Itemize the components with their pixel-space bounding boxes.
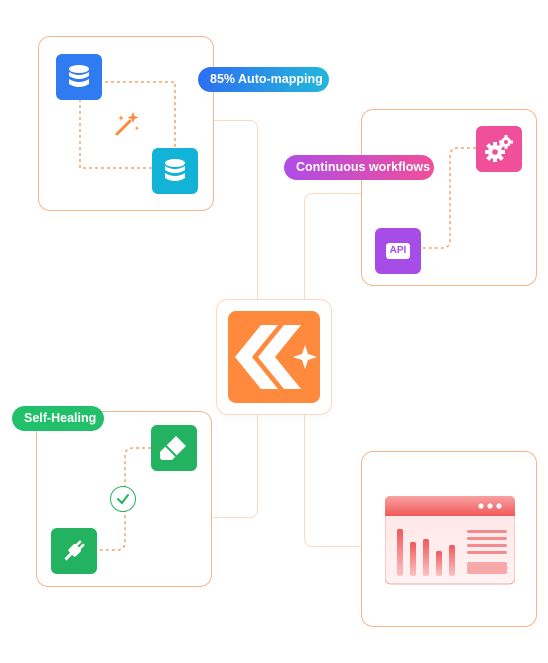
dashboard-chart-icon [385, 496, 515, 586]
api-label: API [385, 243, 411, 259]
connector-bottom-right [304, 413, 362, 547]
check-icon [110, 486, 136, 512]
database-icon [56, 54, 102, 100]
badge-auto-mapping: 85% Auto-mapping [198, 67, 329, 92]
card-dashboard [361, 451, 537, 627]
api-icon: API [375, 228, 421, 274]
gears-icon [476, 126, 522, 172]
logo-icon [228, 311, 320, 403]
connector-bottom-left [213, 413, 258, 518]
connector-top-left [213, 120, 258, 300]
magic-wand-icon [113, 110, 141, 138]
badge-continuous-workflows: Continuous workflows [284, 155, 434, 180]
card-self-healing [36, 411, 212, 587]
card-continuous-workflows: API [361, 109, 537, 286]
database-icon [152, 148, 198, 194]
connector-top-right [304, 193, 362, 300]
dotted-path [420, 147, 476, 249]
badge-self-healing: Self-Healing [12, 406, 104, 431]
eraser-icon [151, 425, 197, 471]
logo-card [216, 299, 332, 415]
plug-icon [51, 528, 97, 574]
card-auto-mapping [38, 36, 214, 211]
